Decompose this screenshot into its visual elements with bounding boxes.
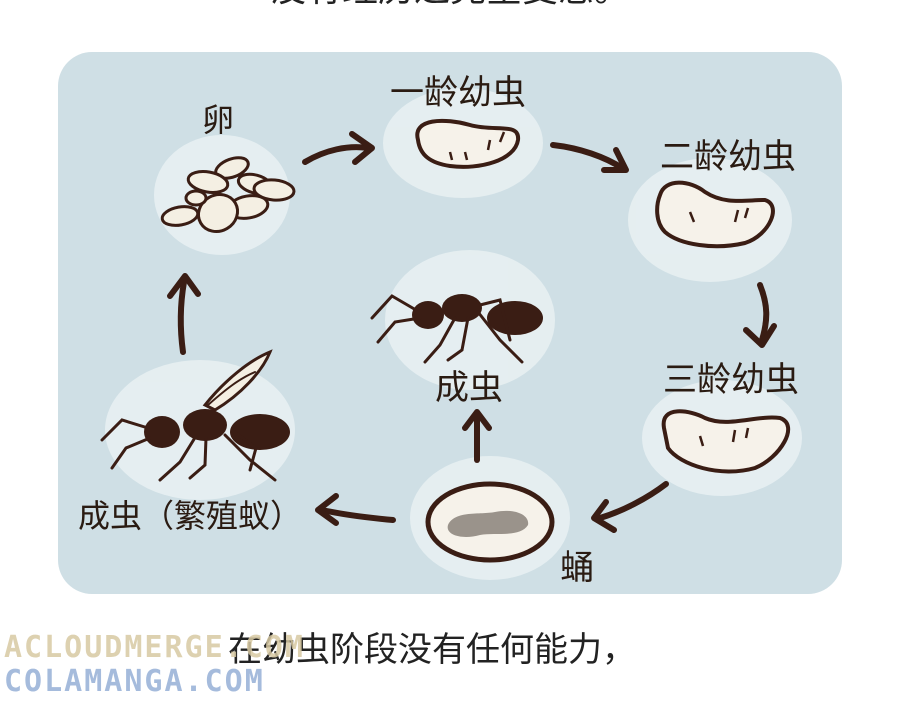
queen-ant	[100, 349, 290, 482]
egg-cluster	[160, 156, 296, 234]
larva-stage-3	[661, 409, 791, 474]
watermark-line-1: ACLOUDMERGE.COM	[4, 630, 305, 665]
worker-ant	[370, 294, 543, 364]
larva-stage-2	[655, 180, 775, 249]
watermark-line-2: COLAMANGA.COM	[4, 664, 265, 699]
label-adult-reproductive: 成虫（繁殖蚁）	[78, 497, 303, 535]
label-egg: 卵	[202, 101, 235, 139]
label-larva-3: 三龄幼虫	[663, 360, 799, 400]
caption-text: 在幼虫阶段没有任何能力，	[228, 630, 636, 670]
cycle-arrows	[167, 131, 777, 533]
label-adult-worker: 成虫	[435, 368, 503, 408]
label-pupa: 蛹	[560, 548, 594, 588]
larva-stage-1	[415, 118, 521, 169]
pupa-cocoon	[425, 481, 555, 563]
label-larva-2: 二龄幼虫	[660, 137, 796, 177]
top-text: 没有经历过完全变态。	[0, 0, 900, 10]
label-larva-1: 一龄幼虫	[390, 73, 526, 113]
